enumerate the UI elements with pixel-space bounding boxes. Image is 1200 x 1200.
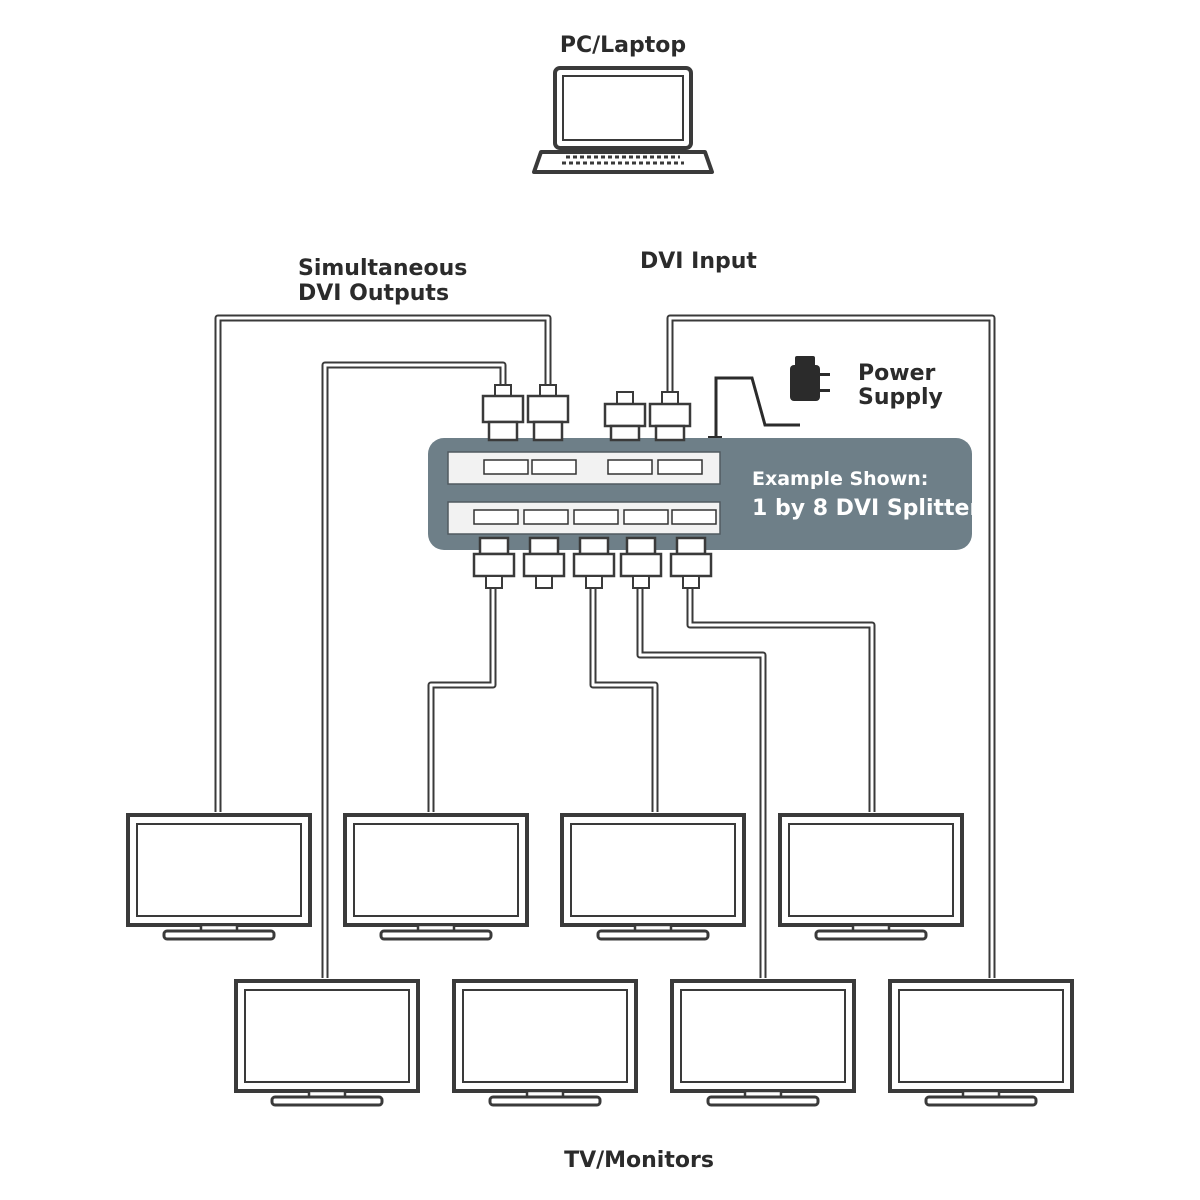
power-adapter-icon [790, 356, 830, 401]
splitter-model-label: 1 by 8 DVI Splitter [752, 496, 980, 521]
dvi-connector-icon [648, 391, 692, 442]
cable-output-1 [214, 314, 552, 812]
power-label-line2: Supply [858, 385, 943, 410]
outputs-label-line1: Simultaneous [298, 256, 467, 281]
power-cable [714, 376, 800, 452]
dvi-connector-icon [669, 536, 713, 589]
outputs-label-line2: DVI Outputs [298, 281, 449, 306]
monitor-icon [888, 979, 1074, 1107]
connectors-bottom [472, 536, 713, 589]
monitor-icon [452, 979, 638, 1107]
dvi-connector-icon [572, 536, 616, 589]
dvi-connector-icon [481, 384, 525, 442]
cable-output-4 [589, 585, 659, 812]
dvi-connector-icon [472, 536, 516, 589]
monitor-icon [778, 813, 964, 941]
monitor-icon [560, 813, 746, 941]
monitor-icon [234, 979, 420, 1107]
cable-output-2 [321, 361, 507, 978]
input-label: DVI Input [640, 249, 757, 274]
monitors [126, 813, 1074, 1107]
displays-label: TV/Monitors [564, 1148, 714, 1173]
cables [214, 314, 996, 978]
power-label-line1: Power [858, 361, 935, 386]
source-label: PC/Laptop [560, 33, 686, 58]
cable-output-3 [427, 585, 497, 812]
connectors-top [481, 384, 692, 442]
cable-input [666, 314, 996, 978]
monitor-icon [670, 979, 856, 1107]
dvi-connector-icon [619, 536, 663, 589]
cable-output-6 [686, 585, 876, 812]
splitter-example-label: Example Shown: [752, 468, 928, 490]
dvi-connector-icon [526, 384, 570, 442]
monitor-icon [126, 813, 312, 941]
laptop-icon [532, 66, 714, 174]
dvi-splitter-unit: Example Shown: 1 by 8 DVI Splitter [428, 438, 980, 550]
monitor-icon [343, 813, 529, 941]
dvi-connector-icon [522, 536, 566, 589]
cable-output-5 [636, 585, 767, 978]
dvi-connector-icon [603, 391, 647, 442]
